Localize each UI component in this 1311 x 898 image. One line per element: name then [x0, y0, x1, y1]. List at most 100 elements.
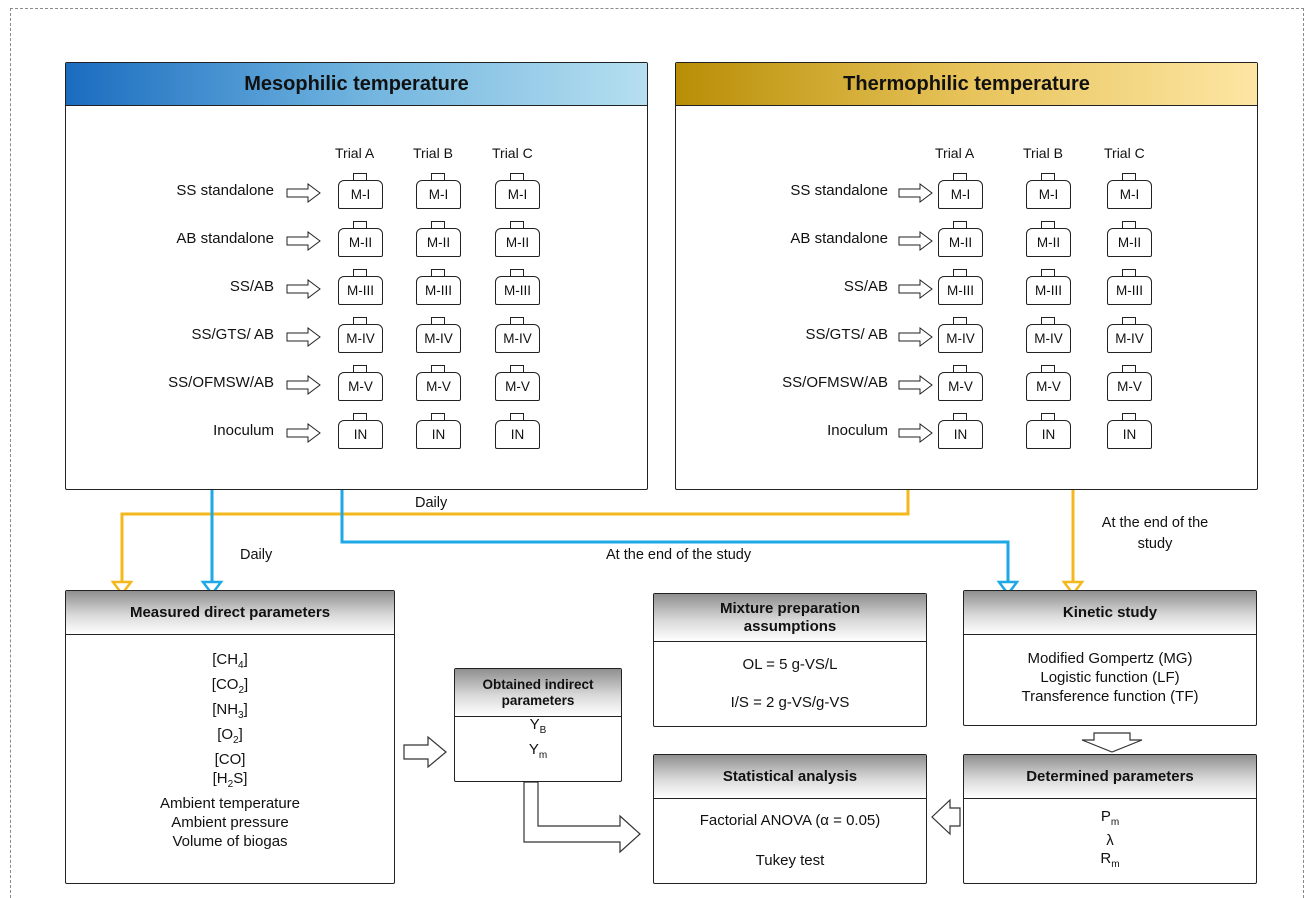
mg-item: Modified Gompertz (MG)	[1027, 649, 1193, 667]
bottle-cap	[953, 173, 967, 180]
statistical-header: Statistical analysis	[654, 755, 926, 799]
measured-parameters-panel: Measured direct parameters [CH4] [CO2] […	[65, 590, 395, 884]
thermophilic-header: Thermophilic temperature	[676, 63, 1257, 106]
reactor-code: IN	[938, 420, 983, 449]
end-of-study-right-line1: At the end of the	[1101, 515, 1209, 531]
bottle-cap	[353, 365, 367, 372]
rm-item: Rm	[1100, 850, 1120, 870]
reactor-bottle: IN	[1107, 413, 1152, 449]
statistical-body: Factorial ANOVA (α = 0.05) Tukey test	[654, 799, 926, 883]
mesophilic-title: Mesophilic temperature	[244, 72, 469, 95]
reactor-bottle: M-III	[338, 269, 383, 305]
reactor-code: M-IV	[416, 324, 461, 353]
trial-label: Trial A	[335, 145, 375, 161]
feed-arrow-icon	[286, 231, 321, 251]
mixture-panel: Mixture preparation assumptions OL = 5 g…	[653, 593, 927, 727]
indirect-parameters-header: Obtained indirect parameters	[455, 669, 621, 717]
reactor-code: M-IV	[338, 324, 383, 353]
mixture-row-label: SS/AB	[229, 278, 274, 295]
reactor-bottle: M-V	[416, 365, 461, 401]
trial-label: Trial C	[492, 145, 533, 161]
thermophilic-title: Thermophilic temperature	[843, 72, 1090, 95]
bottle-cap	[431, 317, 445, 324]
mixture-body: OL = 5 g-VS/L I/S = 2 g-VS/g-VS	[654, 642, 926, 726]
bottle-cap	[1041, 365, 1055, 372]
reactor-bottle: M-IV	[338, 317, 383, 353]
reactor-bottle: M-III	[1107, 269, 1152, 305]
feed-arrow-icon	[898, 375, 933, 395]
o2-item: [O2]	[217, 725, 243, 746]
measured-parameters-body: [CH4] [CO2] [NH3] [O2] [CO] [H2S] Ambien…	[66, 635, 394, 883]
bottle-cap	[953, 365, 967, 372]
reactor-bottle: M-V	[495, 365, 540, 401]
trial-label: Trial B	[1023, 145, 1063, 161]
indirect-title-line2: parameters	[501, 692, 575, 708]
mixture-title-line2: assumptions	[743, 617, 837, 635]
mixture-header: Mixture preparation assumptions	[654, 594, 926, 642]
reactor-bottle: M-III	[416, 269, 461, 305]
bottle-cap	[1041, 173, 1055, 180]
reactor-bottle: M-V	[338, 365, 383, 401]
bottle-cap	[431, 413, 445, 420]
reactor-bottle: M-II	[416, 221, 461, 257]
kinetic-title: Kinetic study	[1062, 603, 1158, 621]
reactor-bottle: M-III	[938, 269, 983, 305]
yb-item: YB	[529, 716, 547, 736]
bottle-cap	[1041, 413, 1055, 420]
thermophilic-panel: Thermophilic temperature Trial A Trial B T…	[675, 62, 1258, 490]
reactor-bottle: M-IV	[1026, 317, 1071, 353]
bottle-cap	[353, 221, 367, 228]
bottle-cap	[1041, 221, 1055, 228]
hollow-elbow-arrow-to-statistical	[523, 781, 641, 854]
bottle-cap	[1122, 269, 1136, 276]
bottle-cap	[431, 269, 445, 276]
mixture-row-label: SS/OFMSW/AB	[168, 374, 274, 391]
bottle-cap	[431, 365, 445, 372]
reactor-code: IN	[416, 420, 461, 449]
mixture-row-label: SS/GTS/ AB	[805, 326, 888, 343]
tf-item: Transference function (TF)	[1021, 687, 1199, 705]
mixture-row-label: AB standalone	[176, 230, 274, 247]
reactor-bottle: M-IV	[938, 317, 983, 353]
feed-arrow-icon	[898, 183, 933, 203]
bottle-cap	[1041, 269, 1055, 276]
ambient-temperature-item: Ambient temperature	[159, 794, 301, 812]
trial-label: Trial B	[413, 145, 453, 161]
feed-arrow-icon	[898, 423, 933, 443]
reactor-code: M-III	[938, 276, 983, 305]
bottle-cap	[1122, 221, 1136, 228]
measured-parameters-title: Measured direct parameters	[129, 603, 331, 621]
reactor-bottle: IN	[938, 413, 983, 449]
trial-label: Trial A	[935, 145, 975, 161]
bottle-cap	[431, 173, 445, 180]
reactor-code: M-I	[495, 180, 540, 209]
statistical-title: Statistical analysis	[722, 767, 858, 785]
bottle-cap	[510, 413, 524, 420]
reactor-bottle: M-IV	[1107, 317, 1152, 353]
reactor-bottle: M-II	[495, 221, 540, 257]
kinetic-panel: Kinetic study Modified Gompertz (MG) Log…	[963, 590, 1257, 726]
kinetic-body: Modified Gompertz (MG) Logistic function…	[964, 635, 1256, 725]
trial-label: Trial C	[1104, 145, 1145, 161]
nh3-item: [NH3]	[212, 700, 248, 721]
bottle-cap	[510, 317, 524, 324]
reactor-bottle: M-I	[495, 173, 540, 209]
bottle-cap	[510, 269, 524, 276]
h2s-item: [H2S]	[212, 769, 248, 790]
bottle-cap	[1122, 365, 1136, 372]
reactor-bottle: M-V	[938, 365, 983, 401]
outer-dashed-frame	[10, 8, 1304, 898]
bottle-cap	[431, 221, 445, 228]
reactor-code: M-III	[495, 276, 540, 305]
pm-item: Pm	[1100, 808, 1120, 828]
statistical-panel: Statistical analysis Factorial ANOVA (α …	[653, 754, 927, 884]
bottle-cap	[510, 221, 524, 228]
reactor-code: M-V	[938, 372, 983, 401]
determined-panel: Determined parameters Pm λ Rm	[963, 754, 1257, 884]
tukey-item: Tukey test	[755, 852, 825, 869]
bottle-cap	[953, 221, 967, 228]
bottle-cap	[353, 173, 367, 180]
reactor-code: M-IV	[1107, 324, 1152, 353]
reactor-bottle: M-III	[1026, 269, 1071, 305]
orange-arrowhead-kinetic	[1061, 580, 1085, 597]
